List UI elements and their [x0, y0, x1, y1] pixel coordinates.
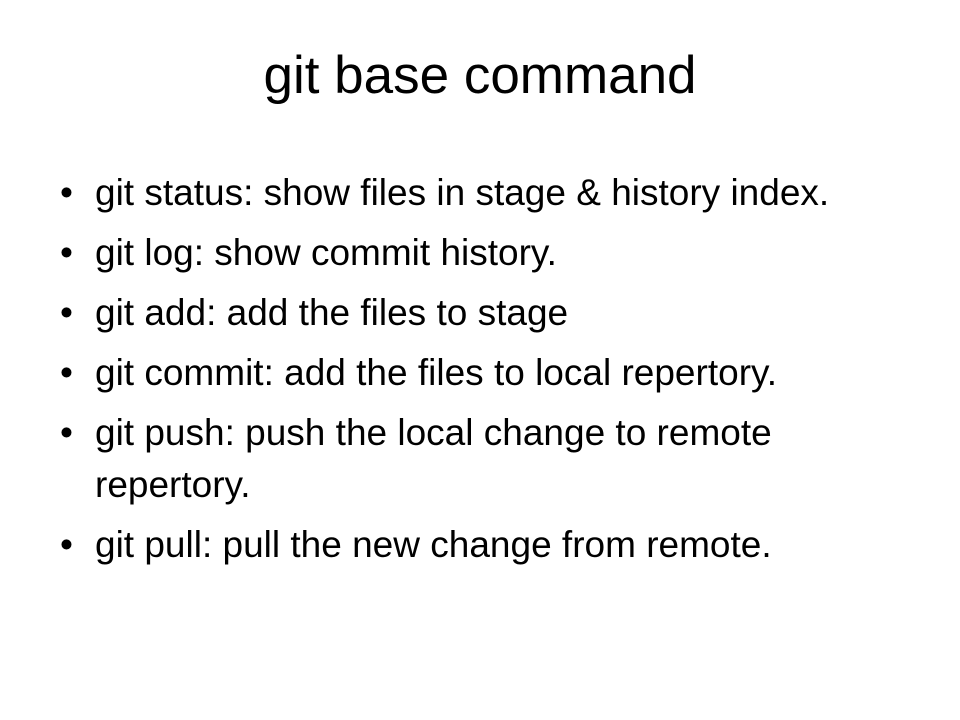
bullet-item-git-push: • git push: push the local change to rem… — [60, 407, 905, 511]
bullet-list: • git status: show files in stage & hist… — [60, 167, 905, 579]
bullet-item-git-add: • git add: add the files to stage — [60, 287, 905, 339]
bullet-marker: • — [60, 352, 73, 393]
bullet-marker: • — [60, 292, 73, 333]
bullet-text-git-log: git log: show commit history. — [95, 232, 557, 273]
bullet-marker: • — [60, 524, 73, 565]
bullet-marker: • — [60, 172, 73, 213]
bullet-marker: • — [60, 232, 73, 273]
bullet-text-git-pull: git pull: pull the new change from remot… — [95, 524, 772, 565]
bullet-item-git-pull: • git pull: pull the new change from rem… — [60, 519, 905, 571]
bullet-item-git-status: • git status: show files in stage & hist… — [60, 167, 905, 219]
bullet-text-git-commit: git commit: add the files to local reper… — [95, 352, 778, 393]
bullet-text-git-status: git status: show files in stage & histor… — [95, 172, 830, 213]
slide-title: git base command — [263, 46, 697, 105]
bullet-marker: • — [60, 412, 73, 453]
bullet-item-git-commit: • git commit: add the files to local rep… — [60, 347, 905, 399]
bullet-text-git-add: git add: add the files to stage — [95, 292, 569, 333]
bullet-item-git-log: • git log: show commit history. — [60, 227, 905, 279]
bullet-text-git-push: git push: push the local change to remot… — [95, 412, 772, 505]
